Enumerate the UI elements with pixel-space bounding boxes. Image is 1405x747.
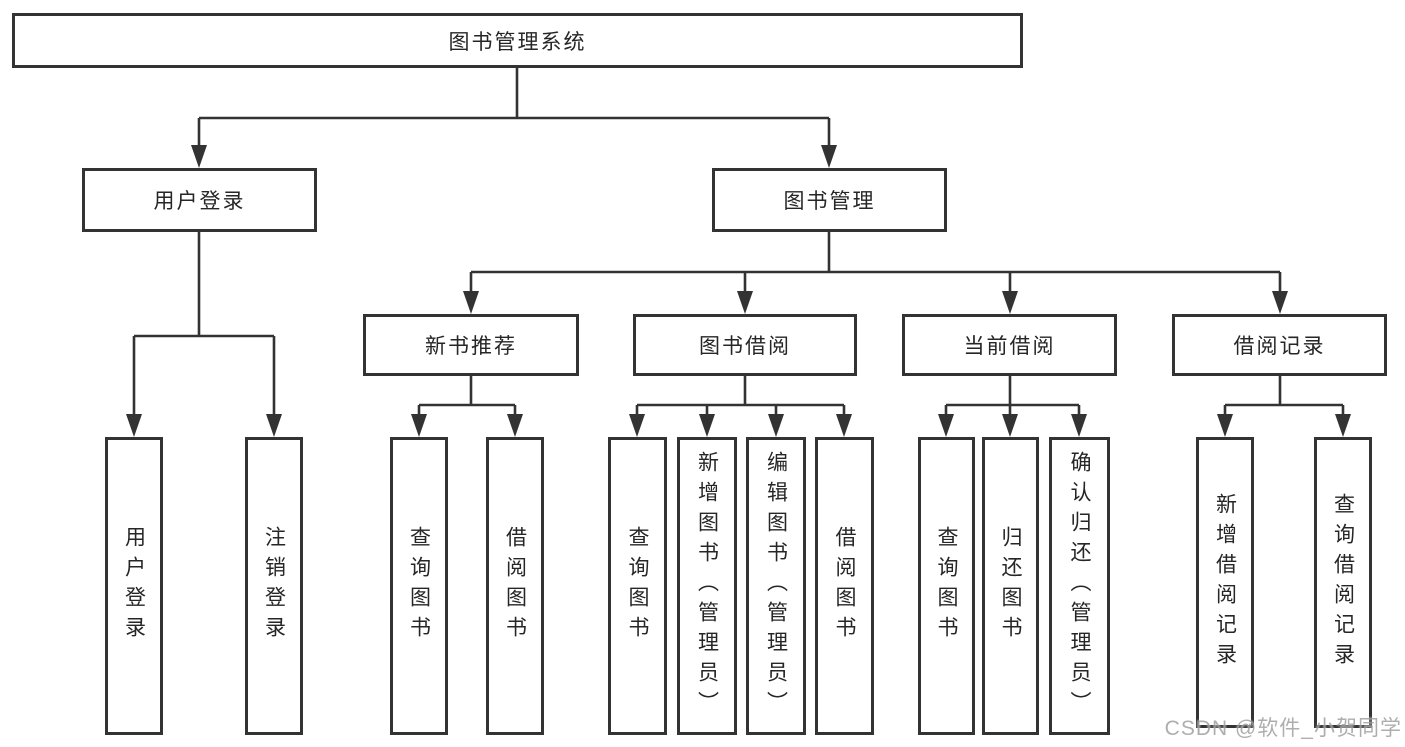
- leaf-query-books-current: 查询图书: [918, 437, 975, 735]
- leaf-user-login: 用户登录: [105, 437, 163, 735]
- node-user-login: 用户登录: [82, 168, 317, 232]
- leaf-confirm-return-admin: 确认归还（管理员）: [1049, 437, 1110, 735]
- connector-current-borrowing-to-leaves: [944, 376, 1081, 420]
- leaf-label: 查询图书: [935, 526, 958, 646]
- leaf-label: 查询借阅记录: [1331, 492, 1355, 673]
- node-label: 图书借阅: [699, 335, 791, 358]
- connector-book-mgmt-to-level3: [469, 232, 1282, 296]
- leaf-label: 确认归还（管理员）: [1068, 451, 1091, 721]
- leaf-return-book: 归还图书: [982, 437, 1039, 735]
- leaf-label: 归还图书: [999, 526, 1022, 646]
- leaf-label: 借阅图书: [503, 526, 527, 646]
- node-borrow-records: 借阅记录: [1172, 314, 1387, 376]
- node-label: 图书管理系统: [448, 30, 587, 54]
- node-label: 当前借阅: [963, 335, 1056, 358]
- leaf-label: 新增图书（管理员）: [695, 451, 719, 721]
- leaf-borrow-books-recommend: 借阅图书: [486, 437, 544, 735]
- leaf-query-books-borrowing: 查询图书: [608, 437, 667, 735]
- connector-new-book-to-leaves: [417, 376, 517, 420]
- leaf-add-book-admin: 新增图书（管理员）: [677, 437, 737, 735]
- watermark: CSDN @软件_小贺同学: [1164, 717, 1402, 740]
- connector-user-login-to-leaves: [132, 232, 276, 420]
- leaf-label: 新增借阅记录: [1213, 492, 1237, 673]
- leaf-logout: 注销登录: [245, 437, 303, 735]
- leaf-query-books-recommend: 查询图书: [390, 437, 448, 735]
- connector-book-borrowing-to-leaves: [635, 376, 846, 420]
- leaf-label: 借阅图书: [833, 526, 856, 646]
- leaf-label: 查询图书: [407, 526, 431, 646]
- node-new-book-recommend: 新书推荐: [363, 314, 579, 376]
- node-label: 图书管理: [783, 190, 876, 213]
- leaf-label: 用户登录: [122, 526, 146, 646]
- leaf-label: 查询图书: [626, 526, 649, 646]
- node-label: 用户登录: [153, 190, 246, 213]
- node-current-borrowing: 当前借阅: [902, 314, 1117, 376]
- leaf-borrow-books-borrowing: 借阅图书: [815, 437, 874, 735]
- node-book-borrowing: 图书借阅: [633, 314, 857, 376]
- leaf-edit-book-admin: 编辑图书（管理员）: [746, 437, 806, 735]
- node-label: 借阅记录: [1233, 335, 1326, 358]
- node-system-root: 图书管理系统: [12, 13, 1023, 68]
- leaf-label: 注销登录: [262, 526, 286, 646]
- connector-root-to-level2: [197, 68, 831, 150]
- node-label: 新书推荐: [425, 335, 517, 358]
- leaf-query-borrow-record: 查询借阅记录: [1314, 437, 1372, 728]
- node-book-management: 图书管理: [712, 168, 947, 232]
- leaf-label: 编辑图书（管理员）: [764, 451, 788, 721]
- leaf-add-borrow-record: 新增借阅记录: [1196, 437, 1254, 728]
- connector-borrow-records-to-leaves: [1223, 376, 1345, 420]
